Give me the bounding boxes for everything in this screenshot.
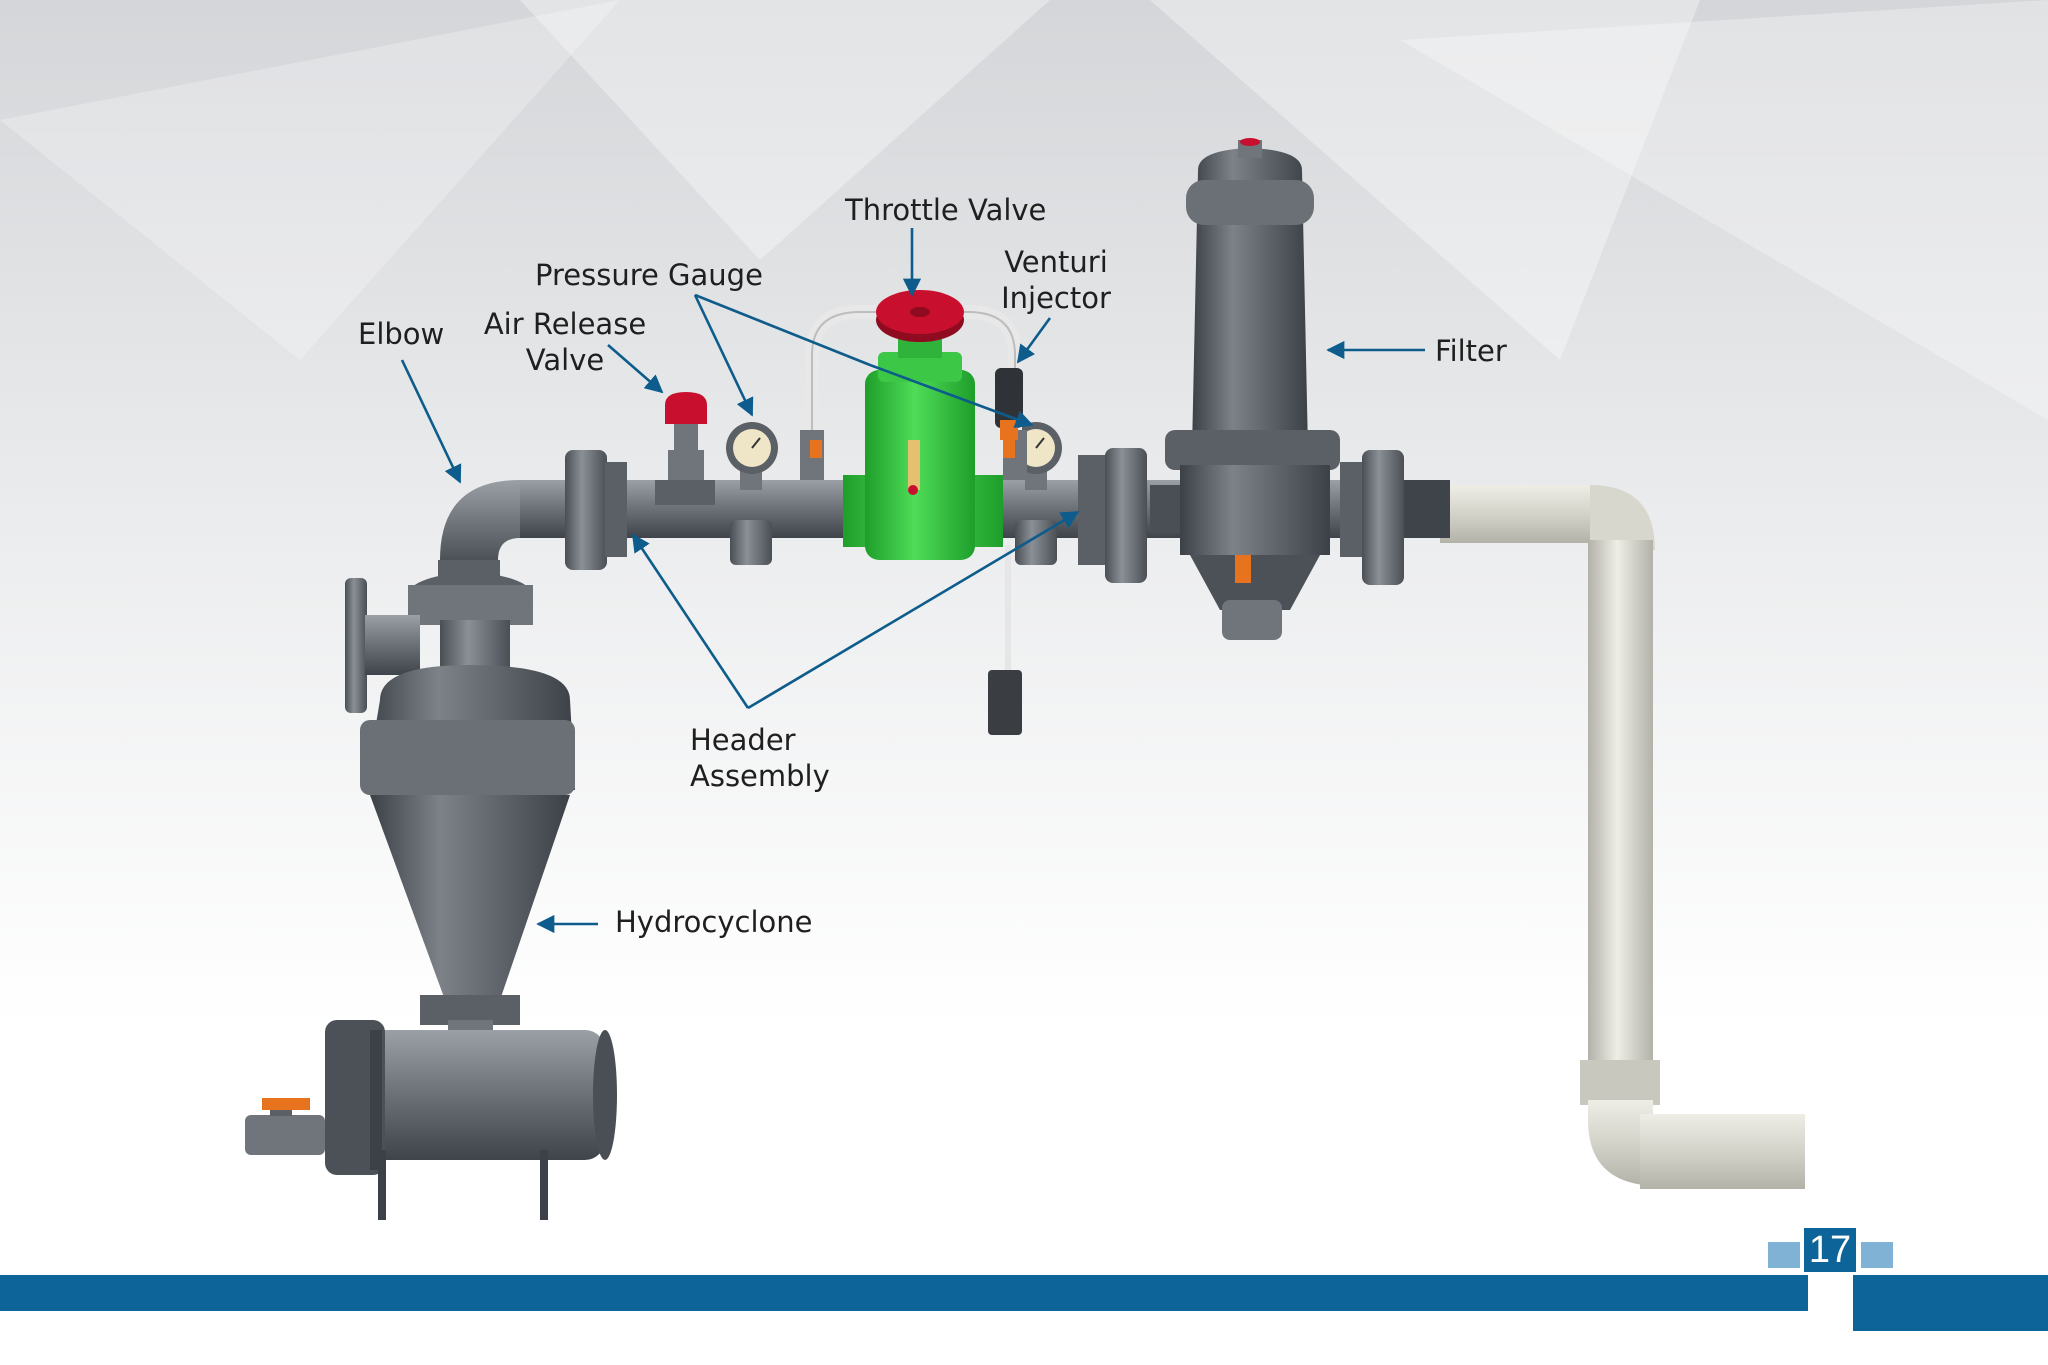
label-filter: Filter [1435, 334, 1507, 368]
footer-bar-left [0, 1275, 1808, 1311]
footer-bar-right [1853, 1275, 2048, 1331]
label-venturi-line2: Injector [1001, 281, 1111, 315]
venturi-pointer [1016, 317, 1052, 364]
label-venturi-injector: Venturi Injector [996, 244, 1116, 316]
page-number-square-right [1861, 1242, 1893, 1268]
label-hydrocyclone: Hydrocyclone [615, 905, 813, 939]
collection-tank [245, 1020, 617, 1220]
flange-mid [1078, 448, 1147, 583]
air-release-pointer [607, 344, 664, 394]
elbow-pointer [400, 359, 462, 484]
pressure-gauge-pointer-right [694, 293, 871, 367]
disc-filter [1150, 138, 1340, 640]
label-header-line2: Assembly [690, 759, 830, 793]
air-release-valve [655, 392, 715, 505]
venturi-injector [988, 368, 1023, 735]
hydrocyclone [345, 573, 575, 1065]
outlet-pipe [1440, 485, 1805, 1189]
pressure-gauge-pointer-right-tip [869, 363, 1034, 428]
throttle-valve-handwheel [876, 290, 964, 342]
header-pointer-left [631, 533, 750, 709]
header-pointer-right [747, 510, 1080, 710]
label-air-release-line2: Valve [525, 343, 605, 377]
label-throttle-valve: Throttle Valve [845, 193, 1047, 227]
page-number-square-left [1768, 1242, 1800, 1268]
pressure-gauge-pointer-left [693, 294, 754, 417]
label-elbow: Elbow [358, 317, 445, 351]
callout-lines [400, 228, 1425, 934]
label-header-assembly: Header Assembly [690, 722, 830, 794]
label-pressure-gauge: Pressure Gauge [535, 258, 763, 292]
page-number: 17 [1804, 1228, 1856, 1272]
flange-right [1340, 450, 1450, 585]
flange-left [565, 450, 627, 570]
label-venturi-line1: Venturi [1004, 245, 1108, 279]
label-header-line1: Header [690, 723, 796, 757]
label-air-release-line1: Air Release [483, 307, 647, 341]
pressure-gauge-left [726, 422, 778, 490]
label-air-release-valve: Air Release Valve [480, 306, 650, 378]
